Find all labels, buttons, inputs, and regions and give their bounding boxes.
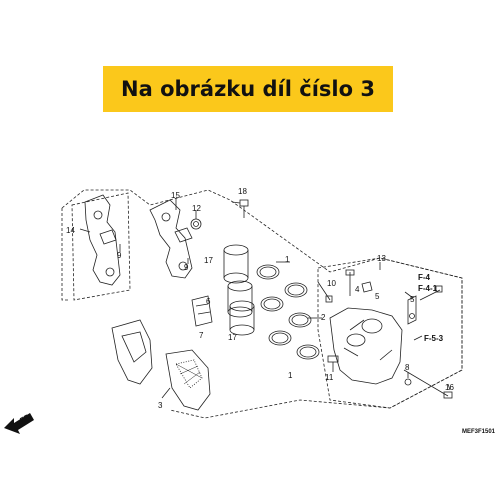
piston-17b (229, 300, 255, 336)
bracket-group-box (71, 192, 131, 301)
seal-ring-set-1b (268, 330, 320, 360)
piston-17a (223, 244, 249, 284)
callout-14: 14 (66, 226, 75, 235)
bleeder-4 (345, 269, 355, 296)
seal-ring-set-1a (256, 264, 308, 298)
callout-9a: 9 (117, 251, 122, 260)
callout-9b: 9 (184, 263, 189, 272)
seal-ring-set-2 (260, 296, 312, 328)
piston-6 (227, 280, 253, 318)
diagram-code: MEF3F1501 (462, 429, 496, 435)
callout-4: 4 (355, 285, 360, 294)
cap-5a (361, 281, 373, 293)
caliper-group-box (317, 257, 463, 409)
seal-12 (190, 218, 202, 230)
callout-5b: 5 (410, 295, 415, 304)
callout-17b: 17 (228, 333, 237, 342)
pin-8 (404, 378, 412, 386)
callout-16: 16 (445, 383, 454, 392)
pin-10 (317, 281, 333, 303)
pin-11 (327, 355, 339, 372)
callout-17a: 17 (204, 256, 213, 265)
fr-label: FR. (19, 413, 32, 425)
ref-f5-3: F-5-3 (424, 334, 444, 343)
bolt-16 (403, 369, 453, 399)
caliper-bracket-15 (149, 199, 193, 279)
brake-pad-set-3 (111, 319, 211, 411)
caliper-bracket-14 (84, 194, 121, 286)
callout-18: 18 (238, 187, 247, 196)
callout-11: 11 (325, 373, 334, 382)
callout-8: 8 (405, 363, 410, 372)
assembly-border (61, 208, 68, 301)
callout-7: 7 (199, 331, 204, 340)
callout-10: 10 (327, 279, 336, 288)
callout-1a: 1 (285, 255, 290, 264)
callout-12: 12 (192, 204, 201, 213)
callout-2: 2 (321, 313, 326, 322)
callout-15: 15 (171, 191, 180, 200)
callout-5a: 5 (375, 292, 380, 301)
front-direction-arrow (4, 413, 34, 434)
caliper-body-13 (329, 307, 403, 385)
bolt-18 (231, 199, 249, 218)
spring-clip-7 (191, 295, 213, 327)
ref-f4-1: F-4-1 (418, 284, 438, 293)
callout-6: 6 (206, 297, 211, 306)
title-banner: Na obrázku díl číslo 3 (103, 66, 393, 112)
fitting-5b (407, 285, 443, 325)
callout-13: 13 (377, 254, 386, 263)
ref-f4: F-4 (418, 273, 431, 282)
callout-3: 3 (158, 401, 163, 410)
callout-1b: 1 (288, 371, 293, 380)
